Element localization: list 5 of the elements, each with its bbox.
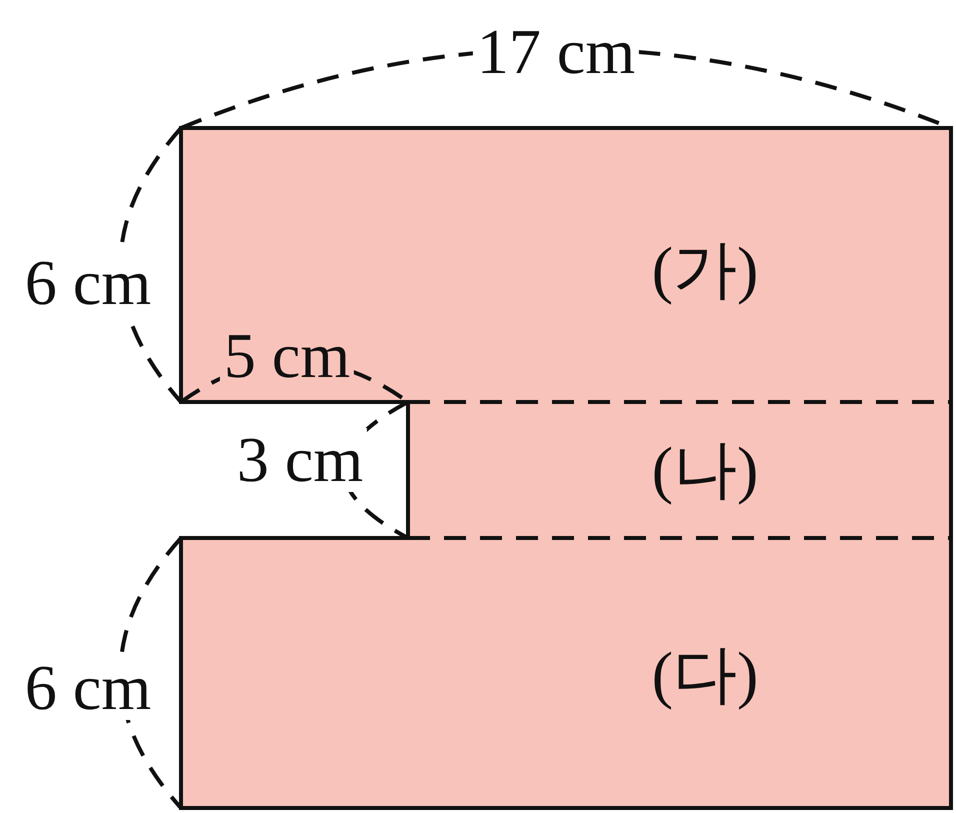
region-label: (나) xyxy=(652,438,758,502)
region-label: (다) xyxy=(652,643,758,707)
shaded-region xyxy=(181,538,951,808)
region-label: (가) xyxy=(652,238,758,302)
shaded-region xyxy=(181,128,951,402)
